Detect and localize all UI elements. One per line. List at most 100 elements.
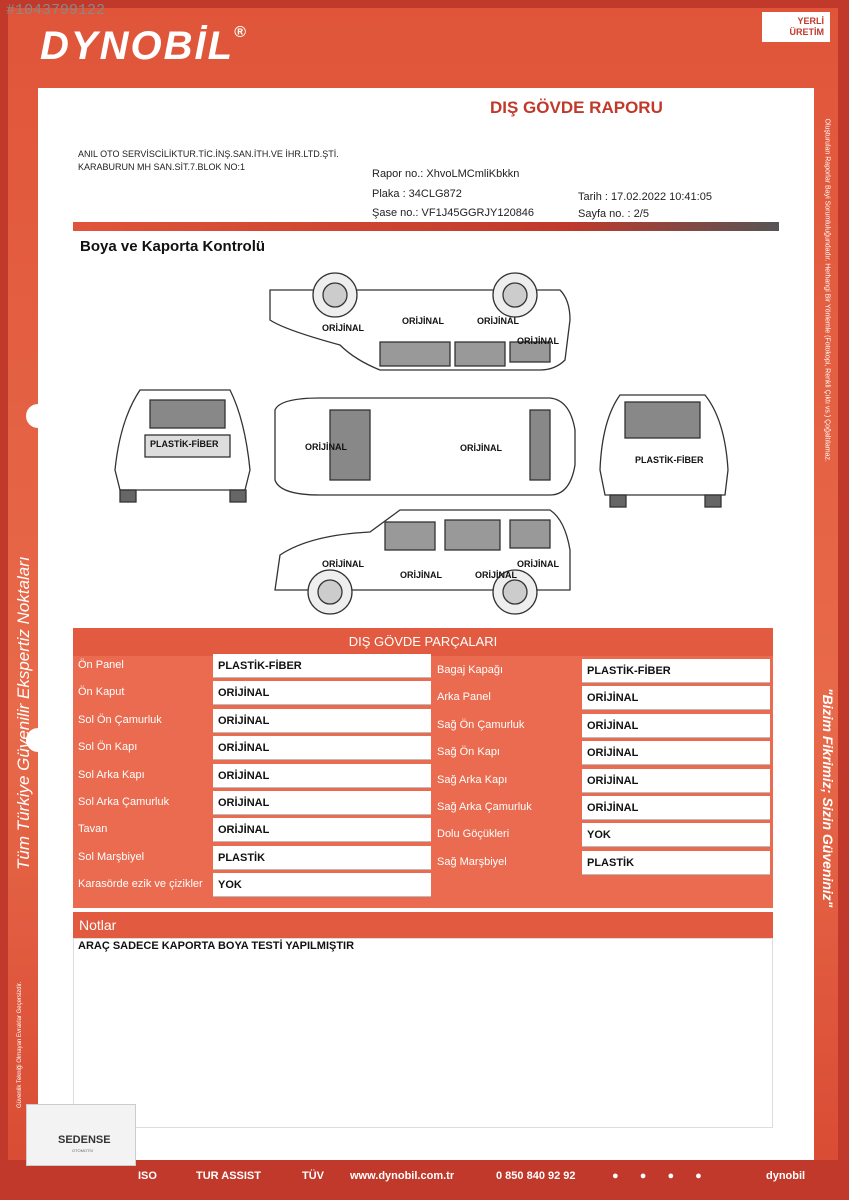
side-disclaimer-right: Oluşturulan Raporlar Bayi Sorumluluğunda… — [823, 118, 831, 462]
grille-shape — [144, 434, 231, 458]
part-label: Sol Marşbiyel — [78, 850, 145, 863]
notes-text: ARAÇ SADECE KAPORTA BOYA TESTİ YAPILMIŞT… — [78, 940, 355, 952]
part-value: YOK — [213, 873, 431, 898]
report-title: DIŞ GÖVDE RAPORU — [490, 98, 663, 117]
parts-row: Dolu Göçükleri YOK — [432, 821, 770, 848]
rear-window-shape — [529, 409, 551, 481]
company-info: ANIL OTO SERVİSCİLİKTUR.TİC.İNŞ.SAN.İTH.… — [78, 148, 339, 174]
part-value: PLASTİK — [213, 845, 431, 870]
label-top-3: ORİJİNAL — [477, 316, 520, 326]
part-label: Karasörde ezik ve çizikler — [78, 878, 203, 891]
parts-row: Sağ Arka Çamurluk ORİJİNAL — [432, 794, 770, 821]
sedense-logo: SEDENSE — [58, 1134, 111, 1146]
plaka: Plaka : 34CLG872 — [372, 188, 462, 200]
wheel-icon — [502, 282, 528, 308]
side-disclaimer-left: Güvenlik Tekniği Olmayan Evraklar Geçers… — [17, 981, 23, 1108]
part-value: ORİJİNAL — [213, 763, 431, 788]
header-divider — [73, 222, 779, 231]
sedense-sub: OTOMOTİV — [72, 1148, 94, 1153]
wheel-icon — [322, 282, 348, 308]
wheel-icon — [317, 579, 343, 605]
window-shape — [384, 521, 436, 551]
part-value: ORİJİNAL — [213, 736, 431, 761]
part-label: Ön Kaput — [78, 686, 125, 699]
part-value: ORİJİNAL — [213, 818, 431, 843]
tarih: Tarih : 17.02.2022 10:41:05 — [578, 191, 712, 203]
part-value: ORİJİNAL — [582, 686, 770, 711]
part-value: ORİJİNAL — [213, 791, 431, 815]
window-shape — [379, 341, 451, 367]
tuv-logo: TÜV — [302, 1170, 324, 1182]
notes-title: Notlar — [73, 912, 773, 938]
label-top-2: ORİJİNAL — [402, 316, 445, 326]
window-shape — [454, 341, 506, 367]
window-shape — [444, 519, 501, 551]
label-side-2: ORİJİNAL — [400, 570, 443, 580]
twitter-icon[interactable]: ● — [667, 1170, 675, 1182]
rear-window-shape — [624, 401, 701, 439]
parts-row: Sol Marşbiyel PLASTİK — [73, 844, 431, 871]
iso-logo: ISO — [138, 1170, 157, 1182]
side-slogan-left: Tüm Türkiye Güvenilir Ekspertiz Noktalar… — [14, 556, 33, 870]
part-label: Sol Arka Çamurluk — [78, 796, 170, 808]
car-diagram — [114, 272, 729, 615]
parts-row: Sağ Arka Kapı ORİJİNAL — [432, 767, 770, 794]
part-label: Sağ Ön Çamurluk — [437, 718, 525, 731]
label-rear: PLASTİK-FİBER — [635, 455, 704, 465]
social-icons[interactable]: ● ● ● ● — [612, 1170, 702, 1182]
website-link[interactable]: www.dynobil.com.tr — [350, 1170, 455, 1182]
label-roof-2: ORİJİNAL — [460, 443, 503, 453]
punch-hole — [26, 404, 50, 428]
youtube-icon[interactable]: ● — [695, 1170, 702, 1182]
wheel-icon — [502, 579, 528, 605]
sase-no: Şase no.: VF1J45GGRJY120846 — [372, 207, 535, 219]
tur-assist-logo: TUR ASSIST — [196, 1170, 261, 1182]
footer-bar — [0, 1160, 849, 1200]
window-shape — [509, 519, 551, 549]
punch-hole — [26, 728, 50, 752]
part-value: YOK — [582, 823, 770, 848]
part-label: Arka Panel — [437, 691, 491, 704]
part-value: ORİJİNAL — [582, 741, 770, 766]
phone-number[interactable]: 0 850 840 92 92 — [496, 1170, 576, 1182]
part-value: ORİJİNAL — [582, 768, 770, 793]
part-value: ORİJİNAL — [213, 681, 431, 706]
part-label: Dolu Göçükleri — [437, 828, 510, 841]
sayfa-no: Sayfa no. : 2/5 — [578, 208, 649, 220]
part-label: Sağ Marşbiyel — [437, 855, 507, 868]
part-label: Sağ Arka Kapı — [437, 773, 508, 786]
window-shape — [509, 341, 551, 363]
social-handle: dynobil — [766, 1170, 806, 1182]
notes-box — [73, 938, 773, 1128]
label-side-3: ORİJİNAL — [475, 570, 518, 580]
label-side-1: ORİJİNAL — [322, 559, 365, 569]
part-value: ORİJİNAL — [582, 796, 770, 820]
parts-row: Sol Arka Çamurluk ORİJİNAL — [73, 789, 431, 816]
parts-row: Sol Arka Kapı ORİJİNAL — [73, 762, 431, 789]
facebook-icon[interactable]: ● — [612, 1170, 619, 1182]
watermark-id: #1043799122 — [6, 2, 106, 19]
parts-row: Karasörde ezik ve çizikler YOK — [73, 871, 431, 898]
parts-table-title: DIŞ GÖVDE PARÇALARI — [73, 628, 773, 656]
part-label: Sol Arka Kapı — [78, 768, 145, 781]
part-label: Sol Ön Çamurluk — [78, 713, 162, 726]
section-title: Boya ve Kaporta Kontrolü — [80, 238, 266, 255]
part-label: Sağ Arka Çamurluk — [437, 801, 532, 813]
sedense-badge — [26, 1104, 136, 1166]
part-value: PLASTİK — [582, 850, 770, 875]
part-value: PLASTİK-FİBER — [213, 654, 431, 678]
label-top-1: ORİJİNAL — [322, 323, 365, 333]
windshield-shape — [149, 399, 226, 429]
company-address: KARABURUN MH SAN.SİT.7.BLOK NO:1 — [78, 162, 246, 172]
label-side-4: ORİJİNAL — [517, 559, 560, 569]
part-label: Bagaj Kapağı — [437, 664, 504, 676]
dynobil-logo: DYNOBİL® — [40, 24, 248, 68]
instagram-icon[interactable]: ● — [639, 1170, 647, 1182]
